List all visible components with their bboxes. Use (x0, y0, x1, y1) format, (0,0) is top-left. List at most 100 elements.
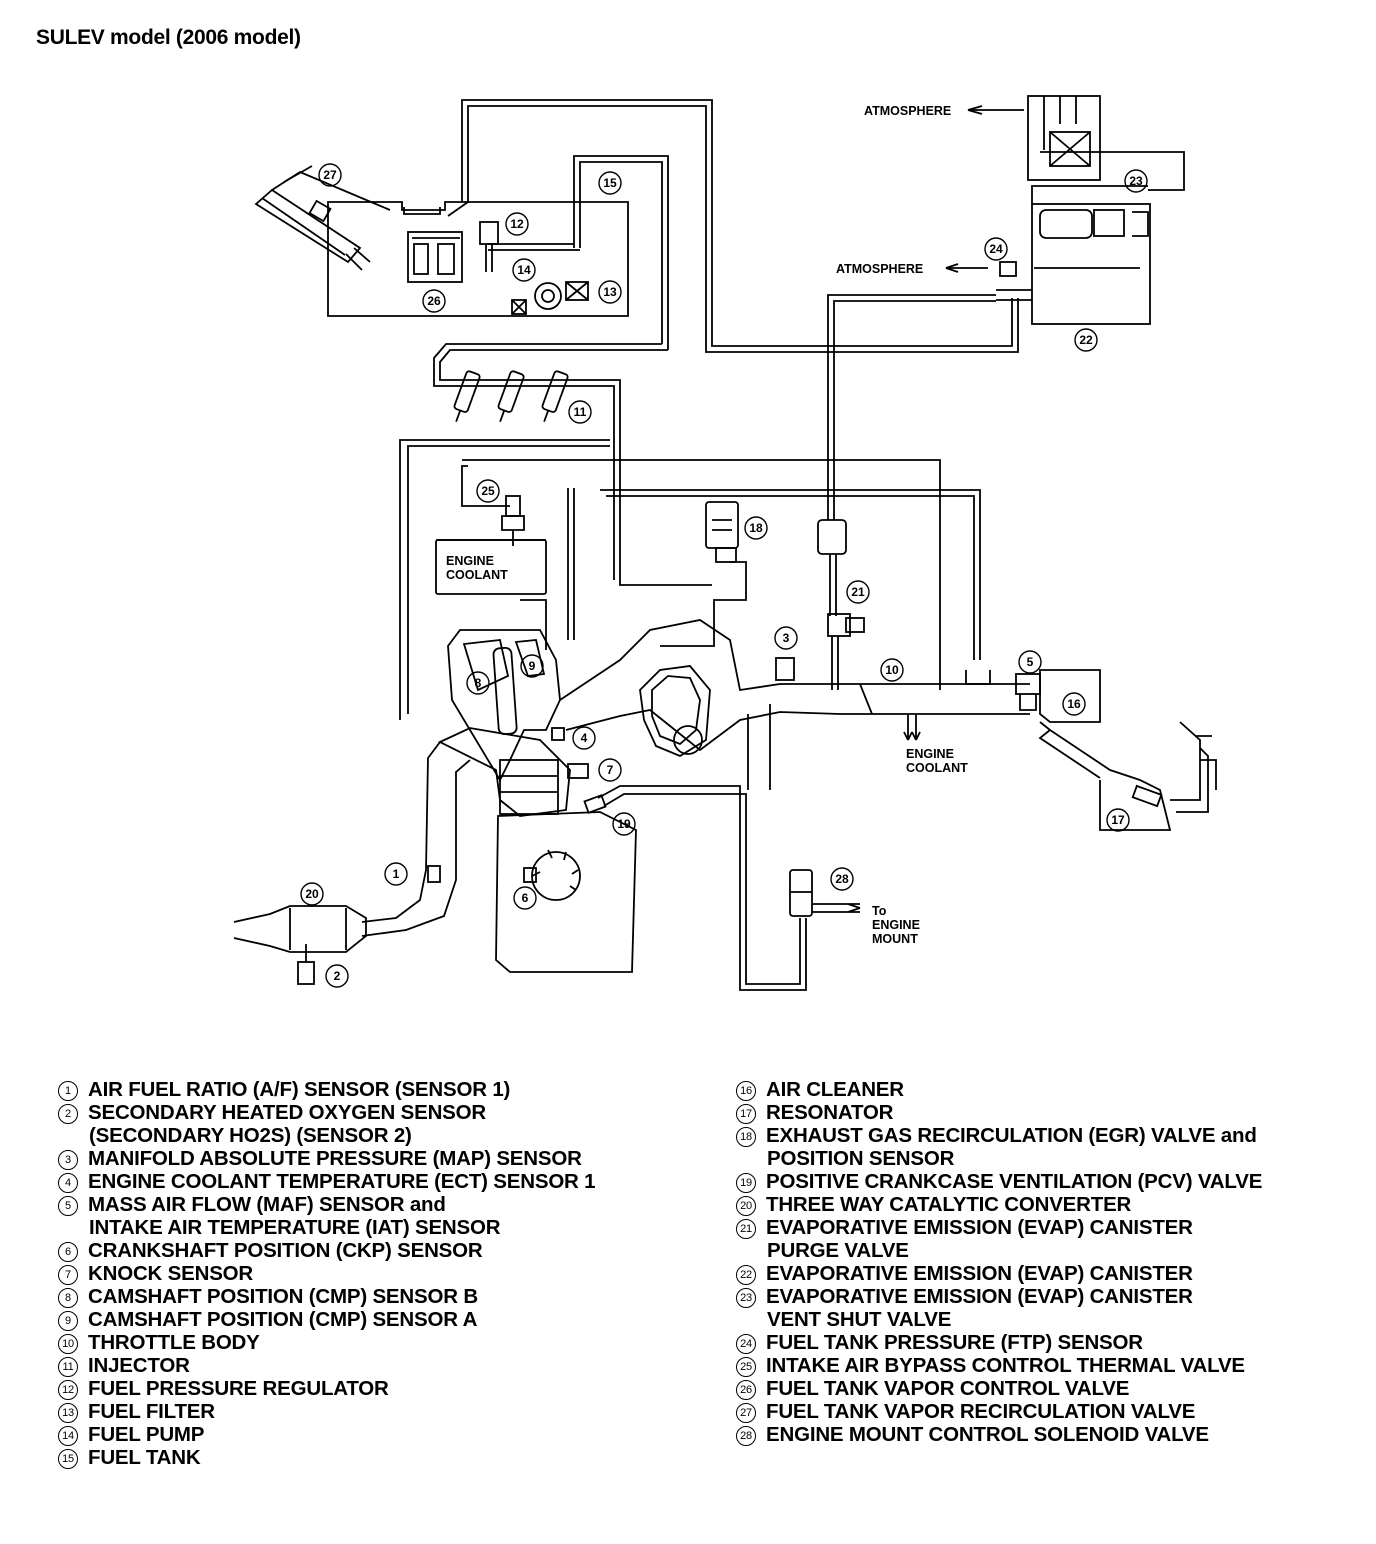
callout-20: 20 (305, 887, 319, 901)
engine-coolant-ports (903, 714, 921, 741)
legend-number: 25 (736, 1357, 756, 1377)
legend-number: 21 (736, 1219, 756, 1239)
callout-23: 23 (1129, 174, 1143, 188)
legend-number: 27 (736, 1403, 756, 1423)
legend-item-27: 27 FUEL TANK VAPOR RECIRCULATION VALVE (736, 1400, 1262, 1423)
legend-item-12: 12 FUEL PRESSURE REGULATOR (58, 1377, 595, 1400)
legend-number: 24 (736, 1334, 756, 1354)
legend-item-25: 25 INTAKE AIR BYPASS CONTROL THERMAL VALV… (736, 1354, 1262, 1377)
legend-text: MASS AIR FLOW (MAF) SENSOR and (88, 1193, 446, 1216)
intake-manifold (559, 619, 1041, 758)
injectors (453, 370, 569, 423)
engine-coolant-label-right-2: COOLANT (906, 761, 968, 775)
fuel-pressure-regulator (479, 221, 499, 272)
legend-text: RESONATOR (766, 1101, 894, 1124)
legend-number: 6 (58, 1242, 78, 1262)
legend-item-21: 21 EVAPORATIVE EMISSION (EVAP) CANISTER (736, 1216, 1262, 1239)
callout-markers (300, 163, 1148, 988)
legend-text: INJECTOR (88, 1354, 190, 1377)
callout-6: 6 (522, 891, 529, 905)
fuel-tank-vapor-recirculation-valve (254, 165, 391, 271)
to-engine-mount-label-1: To (872, 904, 887, 918)
fuel-tank (327, 201, 629, 317)
callout-24: 24 (989, 242, 1003, 256)
legend-text-continued: POSITION SENSOR (767, 1147, 955, 1170)
legend-item-10: 10 THROTTLE BODY (58, 1331, 595, 1354)
callout-8: 8 (475, 676, 482, 690)
legend-text: FUEL PRESSURE REGULATOR (88, 1377, 389, 1400)
legend-number: 28 (736, 1426, 756, 1446)
intake-air-bypass-thermal-valve (501, 495, 525, 546)
callout-1: 1 (393, 867, 400, 881)
legend-number: 8 (58, 1288, 78, 1308)
legend-number: 4 (58, 1173, 78, 1193)
evap-canister (1031, 185, 1151, 325)
legend-text: AIR FUEL RATIO (A/F) SENSOR (SENSOR 1) (88, 1078, 511, 1101)
legend-text: ENGINE MOUNT CONTROL SOLENOID VALVE (766, 1423, 1209, 1446)
callout-21: 21 (851, 585, 865, 599)
atmosphere-label-mid: ATMOSPHERE (836, 262, 923, 276)
engine-coolant-label-box-1: ENGINE (446, 554, 494, 568)
legend-number: 10 (58, 1334, 78, 1354)
legend-number: 5 (58, 1196, 78, 1216)
legend-text: FUEL FILTER (88, 1400, 215, 1423)
callout-17: 17 (1111, 813, 1125, 827)
evap-canister-vent-filter (967, 95, 1185, 191)
evap-purge-valve (817, 519, 865, 690)
legend-text: INTAKE AIR BYPASS CONTROL THERMAL VALVE (766, 1354, 1245, 1377)
legend-text: KNOCK SENSOR (88, 1262, 254, 1285)
legend-number: 26 (736, 1380, 756, 1400)
callout-10: 10 (885, 663, 899, 677)
legend-text: FUEL TANK (88, 1446, 201, 1469)
legend-number: 23 (736, 1288, 756, 1308)
engine-coolant-label-right-1: ENGINE (906, 747, 954, 761)
legend-number: 12 (58, 1380, 78, 1400)
legend-number: 16 (736, 1081, 756, 1101)
callout-27: 27 (323, 168, 337, 182)
fuel-lines (433, 99, 1019, 586)
legend-number: 22 (736, 1265, 756, 1285)
fuel-tank-vapor-control-valve (407, 231, 463, 283)
legend-text: FUEL PUMP (88, 1423, 205, 1446)
legend-text: ENGINE COOLANT TEMPERATURE (ECT) SENSOR … (88, 1170, 596, 1193)
callout-3: 3 (783, 631, 790, 645)
fuel-filter (565, 281, 589, 301)
callout-16: 16 (1067, 697, 1081, 711)
legend-item-7: 7 KNOCK SENSOR (58, 1262, 595, 1285)
legend-text: EVAPORATIVE EMISSION (EVAP) CANISTER (766, 1216, 1193, 1239)
legend-number: 18 (736, 1127, 756, 1147)
legend-text: THREE WAY CATALYTIC CONVERTER (766, 1193, 1132, 1216)
legend-text: EVAPORATIVE EMISSION (EVAP) CANISTER (766, 1262, 1193, 1285)
callout-25: 25 (481, 484, 495, 498)
legend-text: CRANKSHAFT POSITION (CKP) SENSOR (88, 1239, 483, 1262)
page-title: SULEV model (2006 model) (36, 26, 301, 49)
callout-5: 5 (1027, 655, 1034, 669)
legend-text: POSITIVE CRANKCASE VENTILATION (PCV) VAL… (766, 1170, 1263, 1193)
legend-item-28: 28 ENGINE MOUNT CONTROL SOLENOID VALVE (736, 1423, 1262, 1446)
callout-14: 14 (517, 263, 531, 277)
engine-sensors (551, 704, 807, 991)
legend-item-22: 22 EVAPORATIVE EMISSION (EVAP) CANISTER (736, 1262, 1262, 1285)
legend-text: THROTTLE BODY (88, 1331, 260, 1354)
coolant-lines (399, 439, 981, 720)
legend-number: 3 (58, 1150, 78, 1170)
legend-text: FUEL TANK VAPOR RECIRCULATION VALVE (766, 1400, 1196, 1423)
legend-number: 7 (58, 1265, 78, 1285)
legend-number: 14 (58, 1426, 78, 1446)
callout-28: 28 (835, 872, 849, 886)
legend-item-6: 6 CRANKSHAFT POSITION (CKP) SENSOR (58, 1239, 595, 1262)
legend-text: EXHAUST GAS RECIRCULATION (EGR) VALVE an… (766, 1124, 1257, 1147)
callout-2: 2 (334, 969, 341, 983)
